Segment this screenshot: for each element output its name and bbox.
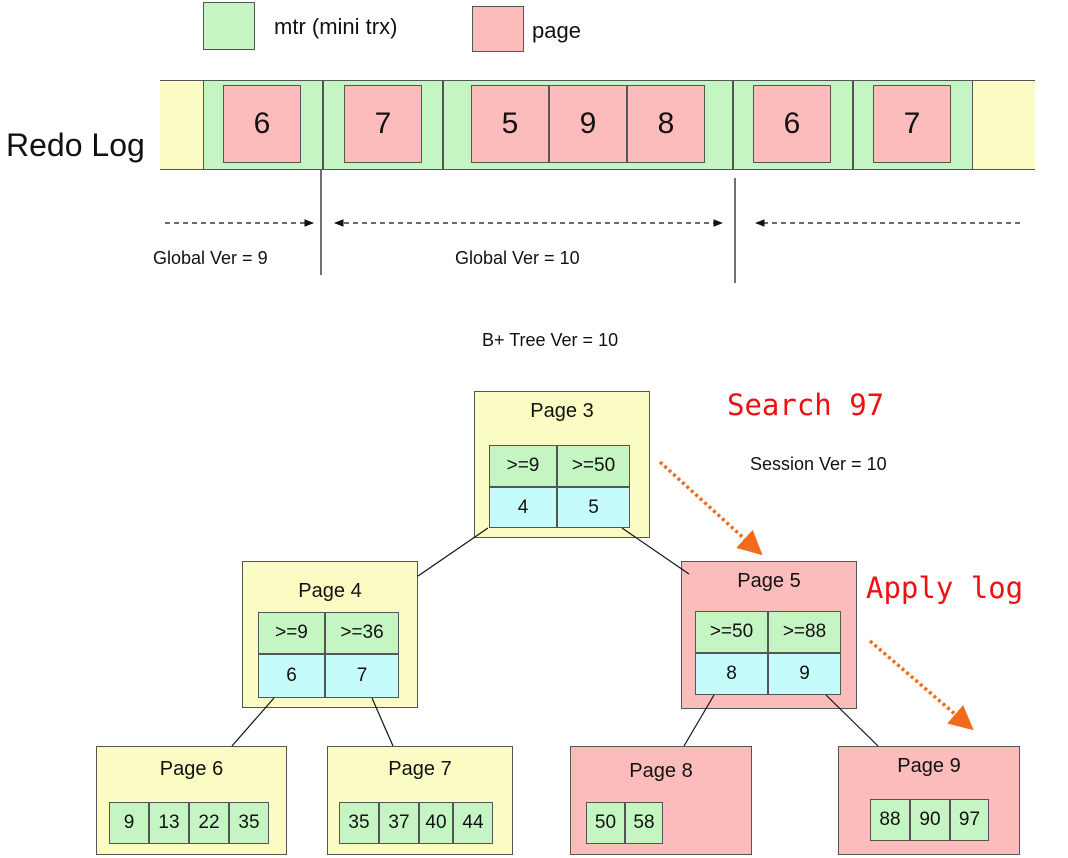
leaf-value: 50 [586,802,625,844]
leaf-value: 97 [950,799,989,841]
leaf-value: 22 [189,802,229,844]
mtr-legend-swatch [203,2,255,50]
pointer-cell: 7 [325,654,399,698]
session-version-label: Session Ver = 10 [750,454,887,474]
tree-edge [683,694,715,747]
global-version-label: Global Ver = 10 [455,248,580,268]
global-version-label: Global Ver = 9 [153,248,268,268]
pointer-cell: 5 [557,487,630,528]
key-cell: >=50 [557,445,630,487]
pointer-cell: 9 [768,653,841,695]
leaf-value: 13 [149,802,189,844]
redo-log-label: Redo Log [6,127,145,163]
leaf-value: 90 [910,799,950,841]
tree-edge [371,697,394,747]
page-legend-label: page [532,18,581,43]
log-page: 6 [223,85,301,163]
key-cell: >=88 [768,611,841,653]
log-page: 7 [873,85,951,163]
tree-edge [417,527,489,577]
tree-edge [825,694,879,747]
key-cell: >=9 [489,445,557,487]
leaf-value: 44 [453,802,493,844]
pointer-cell: 8 [695,653,768,695]
leaf-value: 35 [339,802,379,844]
pointer-cell: 4 [489,487,557,528]
page-legend-swatch [472,6,524,52]
leaf-value: 88 [870,799,910,841]
node-title: Page 3 [530,400,594,422]
log-page: 9 [549,85,627,163]
pointer-cell: 6 [258,654,325,698]
btree-version-title: B+ Tree Ver = 10 [482,330,619,350]
log-page: 6 [753,85,831,163]
apply-log-arrow [868,639,974,731]
leaf-value: 40 [419,802,453,844]
node-title: Page 8 [629,760,693,782]
tree-edge [231,697,275,747]
mtr-legend-label: mtr (mini trx) [274,14,398,39]
tree-edge [621,527,690,575]
key-cell: >=50 [695,611,768,653]
leaf-value: 37 [379,802,419,844]
leaf-value: 9 [109,802,149,844]
leaf-value: 58 [625,802,663,844]
log-page: 8 [627,85,705,163]
node-title: Page 4 [298,580,362,602]
key-cell: >=9 [258,612,325,654]
node-title: Page 9 [897,755,961,777]
leaf-value: 35 [229,802,269,844]
search-label: Search 97 [727,388,885,422]
node-title: Page 5 [737,570,801,592]
node-title: Page 7 [388,758,452,780]
search-path-arrow [658,460,763,556]
key-cell: >=36 [325,612,399,654]
log-page: 7 [344,85,422,163]
log-page: 5 [471,85,549,163]
apply-log-label: Apply log [866,571,1024,605]
node-title: Page 6 [159,758,224,780]
